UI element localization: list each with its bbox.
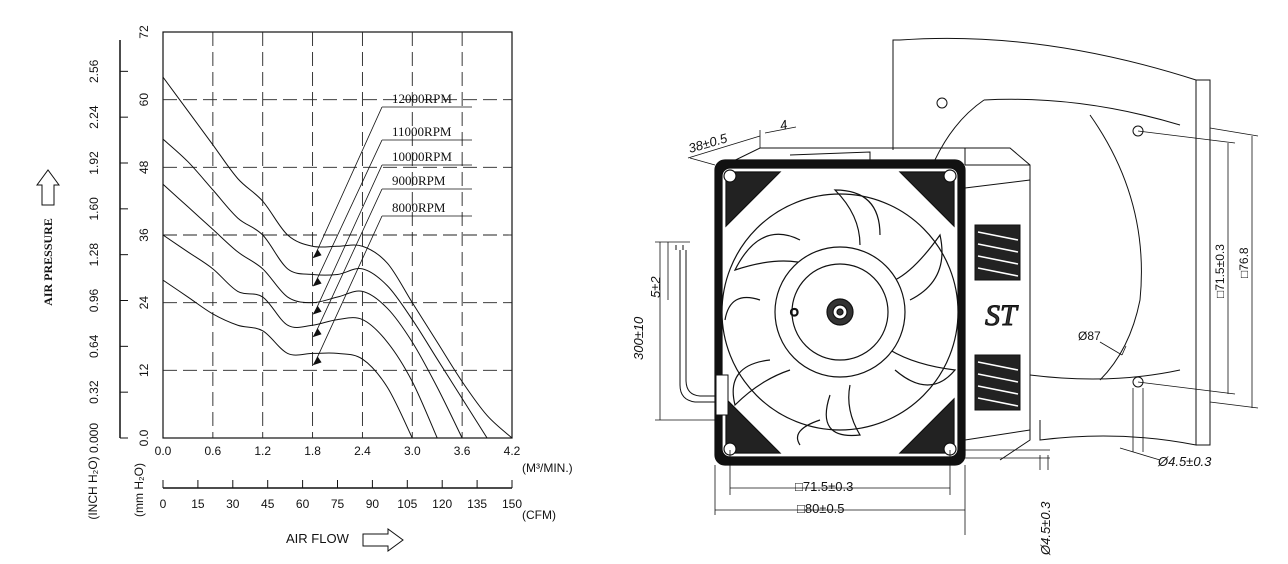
y-tick-label: 24 bbox=[137, 296, 151, 310]
inch-tick-label: 1.60 bbox=[87, 197, 101, 221]
chart-grid bbox=[162, 31, 513, 439]
legend-arrowhead bbox=[312, 356, 322, 366]
dim-hole-pitch-bottom: □71.5±0.3 bbox=[795, 479, 853, 494]
curve-12000rpm bbox=[162, 76, 513, 439]
y-axis-label: AIR PRESSURE bbox=[41, 218, 55, 306]
up-arrow-icon bbox=[36, 169, 60, 206]
cfm-unit-label: (CFM) bbox=[522, 508, 556, 522]
svg-text:O: O bbox=[790, 307, 799, 319]
x-tick-label: 0.0 bbox=[155, 444, 172, 458]
inch-tick-label: 0.96 bbox=[87, 288, 101, 312]
inch-tick-label: 2.56 bbox=[87, 59, 101, 83]
dim-outer-bottom: □80±0.5 bbox=[797, 501, 845, 516]
legend-leader bbox=[314, 106, 383, 257]
y-tick-label: 36 bbox=[137, 228, 151, 242]
x-tick-label: 0.6 bbox=[205, 444, 222, 458]
cfm-tick-label: 150 bbox=[502, 497, 522, 511]
legend-leader bbox=[314, 188, 383, 336]
legend-arrowhead bbox=[312, 305, 322, 315]
fan-side-body: ST bbox=[714, 147, 1031, 461]
x-tick-label: 3.0 bbox=[404, 444, 421, 458]
dimension-lines bbox=[655, 126, 1259, 535]
chart-legend: 12000RPM 11000RPM 10000RPM 9000RPM 8000RPM bbox=[312, 91, 472, 366]
x-axis-label: AIR FLOW bbox=[286, 531, 350, 546]
dim-hole-dia-panel: Ø4.5±0.3 bbox=[1157, 454, 1212, 469]
cfm-tick-label: 75 bbox=[331, 497, 345, 511]
inch-tick-label: 2.24 bbox=[87, 105, 101, 129]
legend-leader bbox=[314, 164, 383, 313]
fan-blades bbox=[724, 189, 957, 446]
inch-tick-label: 0.000 bbox=[87, 423, 101, 453]
fan-front-frame bbox=[714, 159, 966, 466]
inch-unit-label: (INCH H₂O) bbox=[86, 456, 100, 519]
cfm-tick-label: 30 bbox=[226, 497, 240, 511]
dim-wire-5: 5±2 bbox=[648, 276, 663, 298]
lead-wire bbox=[675, 245, 729, 416]
y-tick-label: 0.0 bbox=[137, 429, 151, 446]
cfm-tick-label: 90 bbox=[366, 497, 380, 511]
dim-hole-dia-frame: Ø4.5±0.3 bbox=[1038, 501, 1053, 556]
dim-flange-side: □76.8 bbox=[1237, 247, 1251, 278]
x-unit-label: (M³/MIN.) bbox=[522, 461, 573, 475]
y-tick-label: 48 bbox=[137, 160, 151, 174]
legend-arrowhead bbox=[312, 328, 322, 338]
dim-wire-300: 300±10 bbox=[631, 316, 646, 360]
x-tick-label: 1.2 bbox=[254, 444, 271, 458]
y-tick-label: 12 bbox=[137, 363, 151, 377]
curve-9000rpm bbox=[162, 234, 438, 439]
dim-rib-4: 4 bbox=[779, 117, 789, 133]
cfm-tick-label: 0 bbox=[160, 497, 167, 511]
legend-arrowhead bbox=[312, 249, 322, 259]
legend-leader bbox=[314, 215, 383, 364]
inch-tick-label: 1.28 bbox=[87, 243, 101, 267]
legend-label: 11000RPM bbox=[392, 124, 452, 139]
cfm-tick-label: 105 bbox=[397, 497, 417, 511]
x-tick-label: 1.8 bbox=[304, 444, 321, 458]
curve-10000rpm bbox=[162, 183, 463, 439]
fan-hub: O bbox=[774, 246, 906, 378]
y-tick-label: 60 bbox=[137, 93, 151, 107]
inch-tick-label: 0.64 bbox=[87, 334, 101, 358]
cfm-tick-label: 120 bbox=[432, 497, 452, 511]
x-tick-label: 3.6 bbox=[454, 444, 471, 458]
legend-leader bbox=[314, 139, 383, 285]
cfm-tick-label: 15 bbox=[191, 497, 205, 511]
mounting-panel bbox=[892, 37, 1211, 446]
y-axis-title-group: AIR PRESSURE bbox=[36, 169, 60, 306]
cfm-tick-label: 135 bbox=[467, 497, 487, 511]
mount-hole-tr bbox=[943, 169, 957, 183]
curve-8000rpm bbox=[162, 279, 413, 439]
legend-label: 9000RPM bbox=[392, 173, 446, 188]
y-tick-label: 72 bbox=[137, 25, 151, 39]
legend-label: 12000RPM bbox=[392, 91, 452, 106]
right-arrow-icon bbox=[362, 528, 404, 552]
mount-hole-tl bbox=[723, 169, 737, 183]
legend-label: 10000RPM bbox=[392, 149, 452, 164]
performance-chart: 0.0 0.6 1.2 1.8 2.4 3.0 3.6 4.2 0.0 12 24 36 48 60 72 0… bbox=[36, 25, 573, 552]
brand-logo: ST bbox=[985, 299, 1019, 332]
cfm-tick-label: 45 bbox=[261, 497, 275, 511]
legend-label: 8000RPM bbox=[392, 200, 446, 215]
chart-ticks: 0.0 0.6 1.2 1.8 2.4 3.0 3.6 4.2 0.0 12 24 36 48 60 72 0… bbox=[87, 25, 522, 511]
x-tick-label: 4.2 bbox=[504, 444, 521, 458]
cfm-tick-label: 60 bbox=[296, 497, 310, 511]
inch-tick-label: 1.92 bbox=[87, 151, 101, 175]
curve-11000rpm bbox=[162, 138, 488, 439]
mm-unit-label: (mm H₂O) bbox=[132, 463, 146, 517]
fan-dimension-drawing: ST O bbox=[631, 37, 1259, 556]
x-tick-label: 2.4 bbox=[354, 444, 371, 458]
dim-hole-pitch-side: □71.5±0.3 bbox=[1213, 244, 1227, 298]
legend-arrowhead bbox=[312, 277, 322, 287]
inch-tick-label: 0.32 bbox=[87, 380, 101, 404]
chart-curves bbox=[162, 76, 513, 439]
dim-hole-dia-87: Ø87 bbox=[1078, 329, 1101, 343]
